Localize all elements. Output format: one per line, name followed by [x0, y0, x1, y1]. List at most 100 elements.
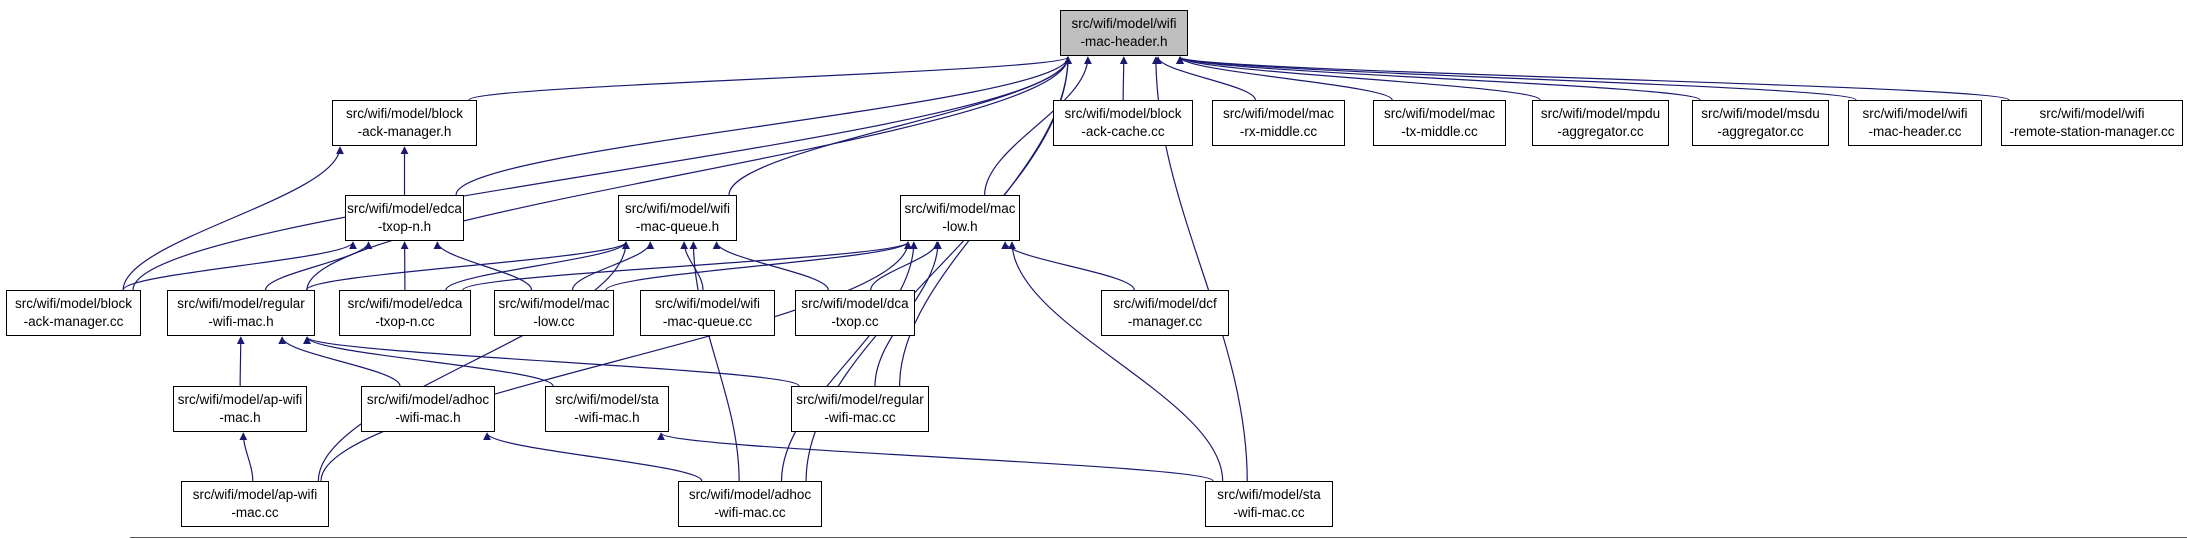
graph-edge-ap_wifi_mac_cc-to-mac_low_h: [320, 241, 912, 482]
graph-edge-sta_wifi_mac_cc-to-sta_wifi_mac_h: [657, 432, 1214, 482]
graph-node-label-line: -ack-manager.h: [357, 124, 452, 139]
graph-node-label-line: -txop-n.h: [377, 219, 432, 234]
graph-node-dca_txop_cc[interactable]: src/wifi/model/dca -txop.cc: [795, 290, 915, 336]
graph-node-label-line: src/wifi/model/dca: [801, 296, 909, 312]
graph-node-sta_wifi_mac_h[interactable]: src/wifi/model/sta -wifi-mac.h: [545, 386, 669, 432]
graph-node-block_ack_manager_h[interactable]: src/wifi/model/block -ack-manager.h: [332, 100, 477, 146]
graph-node-mac_low_cc[interactable]: src/wifi/model/mac -low.cc: [494, 290, 614, 336]
graph-node-mac_tx_middle_cc[interactable]: src/wifi/model/mac -tx-middle.cc: [1373, 100, 1506, 146]
graph-node-wifi_mac_header_h[interactable]: src/wifi/model/wifi -mac-header.h: [1060, 10, 1188, 56]
graph-node-label-line: -aggregator.cc: [1557, 124, 1644, 139]
graph-edge-block_ack_manager_cc-to-wifi_mac_header_h: [132, 56, 1072, 291]
graph-edge-sta_wifi_mac_cc-to-mac_low_h: [1008, 241, 1224, 482]
graph-edge-adhoc_wifi_mac_cc-to-adhoc_wifi_mac_h: [483, 432, 703, 482]
graph-edge-mac_low_cc-to-edca_txop_n_h: [433, 241, 533, 291]
graph-node-label-line: src/wifi/model/edca: [347, 201, 462, 217]
graph-node-label-line: src/wifi/model/edca: [347, 296, 463, 312]
graph-node-label-line: src/wifi/model/regular: [177, 296, 305, 312]
graph-edge-regular_wifi_mac_h-to-edca_txop_n_h: [264, 241, 373, 291]
graph-node-label-line: src/wifi/model/block: [345, 106, 464, 122]
graph-node-mpdu_aggregator_cc[interactable]: src/wifi/model/mpdu-aggregator.cc: [1532, 100, 1669, 146]
graph-node-label-line: -low.h: [942, 219, 978, 234]
graph-node-dcf_manager_cc[interactable]: src/wifi/model/dcf -manager.cc: [1101, 290, 1229, 336]
graph-node-wifi_mac_queue_cc[interactable]: src/wifi/model/wifi-mac-queue.cc: [640, 290, 775, 336]
graph-edge-mac_low_cc-to-wifi_mac_queue_h: [571, 241, 655, 291]
graph-node-label-line: src/wifi/model/adhoc: [688, 487, 812, 503]
graph-node-label-line: src/wifi/model/adhoc: [366, 392, 490, 408]
graph-node-label-line: -ack-cache.cc: [1081, 124, 1165, 139]
graph-edge-block_ack_cache_cc-to-wifi_mac_header_h: [1119, 56, 1128, 101]
graph-node-wifi_mac_queue_h[interactable]: src/wifi/model/wifi -mac-queue.h: [618, 195, 737, 241]
graph-node-block_ack_cache_cc[interactable]: src/wifi/model/block -ack-cache.cc: [1053, 100, 1193, 146]
graph-node-label-line: -mac-queue.cc: [662, 314, 753, 329]
graph-node-label-line: -low.cc: [533, 314, 575, 329]
graph-node-label-line: -manager.cc: [1127, 314, 1203, 329]
graph-edge-adhoc_wifi_mac_cc-to-mac_low_h: [780, 241, 918, 482]
graph-node-adhoc_wifi_mac_h[interactable]: src/wifi/model/adhoc -wifi-mac.h: [361, 386, 495, 432]
graph-node-label-line: -wifi-mac.cc: [824, 410, 896, 425]
graph-node-label-line: -mac-queue.h: [635, 219, 720, 234]
graph-node-label-line: -aggregator.cc: [1717, 124, 1804, 139]
graph-edge-msdu_aggregator_cc-to-wifi_mac_header_h: [1176, 56, 1701, 101]
graph-node-label-line: -mac-header.h: [1080, 34, 1168, 49]
graph-node-label-line: -rx-middle.cc: [1239, 124, 1318, 139]
graph-edge-edca_txop_n_cc-to-wifi_mac_queue_h: [445, 241, 630, 291]
graph-node-label-line: src/wifi/model/mac: [498, 296, 610, 312]
graph-edge-regular_wifi_mac_cc-to-regular_wifi_mac_h: [303, 336, 800, 387]
graph-node-label-line: src/wifi/model/mac: [1383, 106, 1496, 122]
graph-node-block_ack_manager_cc[interactable]: src/wifi/model/block-ack-manager.cc: [6, 290, 141, 336]
graph-node-edca_txop_n_cc[interactable]: src/wifi/model/edca -txop-n.cc: [339, 290, 471, 336]
graph-edge-edca_txop_n_cc-to-mac_low_h: [462, 241, 912, 291]
graph-node-label-line: src/wifi/model/wifi: [624, 201, 730, 217]
graph-edge-block_ack_manager_cc-to-block_ack_manager_h: [122, 146, 344, 291]
graph-node-label-line: src/wifi/model/regular: [796, 392, 924, 408]
graph-node-sta_wifi_mac_cc[interactable]: src/wifi/model/sta -wifi-mac.cc: [1205, 481, 1333, 527]
graph-edge-regular_wifi_mac_h-to-wifi_mac_queue_h: [305, 241, 630, 291]
graph-node-mac_low_h[interactable]: src/wifi/model/mac -low.h: [900, 195, 1020, 241]
graph-node-regular_wifi_mac_cc[interactable]: src/wifi/model/regular -wifi-mac.cc: [791, 386, 929, 432]
graph-node-label-line: -wifi-mac.cc: [1233, 505, 1305, 520]
graph-node-ap_wifi_mac_cc[interactable]: src/wifi/model/ap-wifi -mac.cc: [181, 481, 329, 527]
graph-node-label-line: -wifi-mac.h: [574, 410, 640, 425]
graph-edge-mpdu_aggregator_cc-to-wifi_mac_header_h: [1176, 56, 1541, 101]
graph-edge-block_ack_manager_h-to-wifi_mac_header_h: [468, 56, 1072, 101]
graph-edge-ap_wifi_mac_h-to-regular_wifi_mac_h: [236, 336, 245, 387]
graph-edge-mac_low_cc-to-mac_low_h: [605, 241, 912, 291]
graph-node-label-line: -txop-n.cc: [375, 314, 435, 329]
graph-node-label-line: src/wifi/model/sta: [1217, 487, 1321, 503]
graph-node-wifi_remote_station_manager_cc[interactable]: src/wifi/model/wifi -remote-station-manag…: [2001, 100, 2183, 146]
graph-node-label-line: src/wifi/model/block: [1064, 106, 1182, 122]
graph-node-msdu_aggregator_cc[interactable]: src/wifi/model/msdu -aggregator.cc: [1692, 100, 1829, 146]
graph-node-label-line: -wifi-mac.h: [208, 314, 274, 329]
graph-node-regular_wifi_mac_h[interactable]: src/wifi/model/regular -wifi-mac.h: [167, 290, 315, 336]
graph-edge-ap_wifi_mac_cc-to-wifi_mac_queue_h: [317, 241, 630, 482]
graph-node-label-line: src/wifi/model/sta: [555, 392, 659, 408]
graph-node-mac_rx_middle_cc[interactable]: src/wifi/model/mac -rx-middle.cc: [1212, 100, 1345, 146]
graph-node-label-line: -remote-station-manager.cc: [2009, 124, 2175, 139]
graph-node-label-line: -wifi-mac.h: [395, 410, 461, 425]
graph-node-label-line: src/wifi/model/wifi: [1071, 16, 1177, 32]
graph-node-label-line: -mac-header.cc: [1868, 124, 1962, 139]
graph-node-label-line: -tx-middle.cc: [1401, 124, 1478, 139]
graph-edge-sta_wifi_mac_h-to-regular_wifi_mac_h: [303, 336, 554, 387]
graph-edge-mac_tx_middle_cc-to-wifi_mac_header_h: [1176, 56, 1393, 101]
graph-node-edca_txop_n_h[interactable]: src/wifi/model/edca -txop-n.h: [345, 195, 464, 241]
graph-node-label-line: src/wifi/model/msdu: [1701, 106, 1820, 122]
graph-node-label-line: src/wifi/model/block: [14, 296, 133, 312]
graph-node-adhoc_wifi_mac_cc[interactable]: src/wifi/model/adhoc-wifi-mac.cc: [678, 481, 822, 527]
graph-node-ap_wifi_mac_h[interactable]: src/wifi/model/ap-wifi-mac.h: [173, 386, 307, 432]
graph-node-wifi_mac_header_cc[interactable]: src/wifi/model/wifi -mac-header.cc: [1848, 100, 1982, 146]
graph-node-label-line: src/wifi/model/mac: [904, 201, 1016, 217]
graph-node-label-line: src/wifi/model/wifi: [2039, 106, 2145, 122]
graph-node-label-line: -mac.cc: [231, 505, 279, 520]
graph-node-label-line: -txop.cc: [831, 314, 879, 329]
graph-edge-block_ack_manager_cc-to-edca_txop_n_h: [122, 241, 357, 291]
graph-node-label-line: src/wifi/model/mac: [1222, 106, 1335, 122]
graph-edge-ap_wifi_mac_cc-to-ap_wifi_mac_h: [239, 432, 254, 482]
graph-node-label-line: src/wifi/model/wifi: [1862, 106, 1968, 122]
graph-node-label-line: src/wifi/model/dcf: [1113, 296, 1217, 312]
graph-edge-wifi_remote_station_manager_cc-to-wifi_mac_header_h: [1176, 56, 2010, 101]
graph-node-label-line: src/wifi/model/ap-wifi: [192, 487, 318, 503]
